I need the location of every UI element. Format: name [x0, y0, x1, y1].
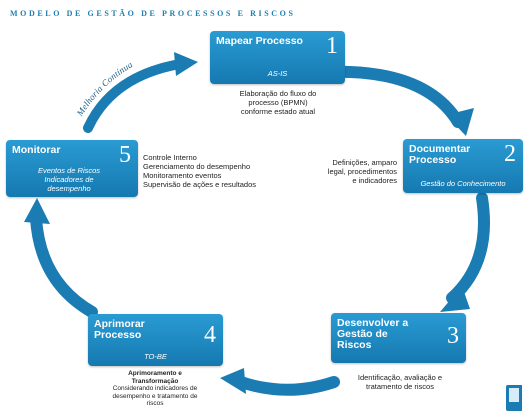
step-name-text: Aprimorar Processo — [94, 318, 145, 341]
diagram-title: MODELO DE GESTÃO DE PROCESSOS E RISCOS — [10, 9, 296, 18]
step-description-mapear: Elaboração do fluxo do processo (BPMN) c… — [208, 89, 348, 116]
description-line: Definições, amparo — [332, 158, 397, 167]
logo-icon — [506, 385, 522, 411]
step-subtitle: Gestão do Conhecimento — [420, 179, 506, 188]
description-line: e indicadores — [352, 176, 397, 185]
step-subtitle: AS-IS — [267, 69, 288, 78]
step-number: 3 — [447, 323, 459, 349]
step-number: 4 — [204, 322, 216, 348]
step-description-desenvolver: Identificação, avaliação e tratamento de… — [330, 373, 470, 391]
step-number: 1 — [326, 33, 338, 59]
arrowhead-step4-to-step5 — [24, 198, 50, 224]
arrow-step3-to-step4 — [232, 375, 340, 396]
description-line: processo (BPMN) — [248, 98, 308, 107]
description-line: Supervisão de ações e resultados — [143, 180, 256, 189]
step-subtitle: Eventos de Riscos Indicadores de desempe… — [37, 166, 101, 193]
arrow-step1-to-step2 — [319, 65, 464, 128]
step-name-text: Desenvolver a Gestão de Riscos — [337, 317, 409, 351]
description-line: legal, procedimentos — [327, 167, 397, 176]
arrowhead-step3-to-step4 — [220, 368, 246, 394]
step-box-mapear: Mapear Processo 1 AS-IS — [210, 31, 345, 84]
step-number: 2 — [504, 141, 516, 167]
step-name: Documentar Processo — [409, 144, 479, 166]
arrow-step5-to-step1 — [83, 59, 185, 133]
description-line: conforme estado atual — [240, 107, 316, 116]
arrow-step2-to-step3 — [446, 192, 490, 304]
description-line: tratamento de riscos — [366, 382, 434, 391]
description-title-line: Transformação — [131, 377, 179, 385]
step-name: Monitorar — [12, 144, 61, 156]
step-description-aprimorar: Aprimoramento e Transformação Consideran… — [90, 370, 220, 408]
step-description-documentar: Definições, amparo legal, procedimentos … — [300, 158, 397, 185]
step-box-aprimorar: Aprimorar Processo 4 TO-BE — [88, 314, 223, 366]
description-line: riscos — [146, 400, 164, 407]
step-subtitle: TO-BE — [144, 352, 167, 361]
arrow-step4-to-step5 — [30, 212, 98, 318]
step-box-monitorar: Monitorar 5 Eventos de Riscos Indicadore… — [6, 140, 138, 197]
description-line: Monitoramento eventos — [143, 171, 222, 180]
description-line: Identificação, avaliação e — [357, 373, 443, 382]
step-name-text: Documentar Processo — [409, 143, 471, 166]
description-line: Considerando indicadores de — [112, 385, 198, 392]
step-name: Desenvolver a Gestão de Riscos — [337, 318, 422, 351]
step-number: 5 — [119, 142, 131, 168]
step-name: Mapear Processo — [216, 35, 303, 47]
description-line: Gerenciamento do desempenho — [143, 162, 251, 171]
arrowhead-step2-to-step3 — [440, 286, 470, 312]
step-box-desenvolver: Desenvolver a Gestão de Riscos 3 — [331, 313, 466, 363]
arrowhead-step1-to-step2 — [446, 108, 474, 136]
step-description-monitorar: Controle Interno Gerenciamento do desemp… — [143, 153, 293, 189]
description-title-line: Aprimoramento e — [128, 370, 182, 377]
step-box-documentar: Documentar Processo 2 Gestão do Conhecim… — [403, 139, 523, 193]
description-line: desempenho e tratamento de — [112, 392, 198, 400]
arrowhead-step5-to-step1 — [174, 52, 198, 76]
description-line: Controle Interno — [143, 153, 197, 162]
step-name: Aprimorar Processo — [94, 319, 164, 341]
description-line: Elaboração do fluxo do — [239, 89, 317, 98]
